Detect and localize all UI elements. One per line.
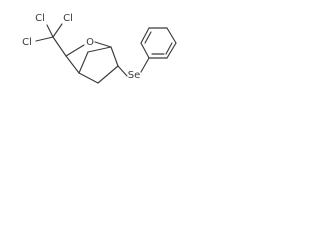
phenyl-bond-5 bbox=[166, 42, 177, 59]
bond-selenium-to-phenyl bbox=[140, 57, 150, 73]
selenium-label: Se bbox=[128, 70, 141, 81]
bond-carbon-to-selenium bbox=[117, 65, 128, 77]
phenyl-bond-2 bbox=[140, 27, 150, 44]
bond-selenium-carbon-to-bridgehead bbox=[110, 46, 119, 67]
bond-ring-to-oxygen bbox=[65, 44, 85, 57]
bond-bridge-to-top bbox=[78, 51, 89, 74]
phenyl-bond-1 bbox=[140, 42, 150, 59]
phenyl-double-bond-1 bbox=[144, 31, 152, 44]
bond-bridgehead-to-ring-top bbox=[87, 46, 112, 53]
bond-ccl-left bbox=[35, 36, 54, 42]
oxygen-label: O bbox=[86, 37, 94, 48]
phenyl-double-bond-2 bbox=[165, 42, 173, 55]
bond-ccl3-to-ring bbox=[52, 36, 67, 57]
chemical-structure-diagram: Cl Cl Cl O Se bbox=[0, 0, 214, 105]
background bbox=[0, 0, 214, 105]
chlorine-top-right-label: Cl bbox=[63, 13, 73, 24]
chlorine-top-left-label: Cl bbox=[35, 13, 45, 24]
bond-ccl-top-right bbox=[52, 23, 63, 38]
bond-bridge-to-lower-ring bbox=[78, 72, 99, 84]
bond-ccl-top-left bbox=[46, 24, 54, 38]
bond-oxygen-to-bridgehead bbox=[94, 41, 112, 48]
bond-left-ring-to-bridge bbox=[65, 55, 80, 74]
phenyl-bond-4 bbox=[166, 27, 177, 44]
bond-lower-ring-to-selenium-carbon bbox=[97, 65, 119, 84]
chlorine-left-label: Cl bbox=[22, 37, 32, 48]
